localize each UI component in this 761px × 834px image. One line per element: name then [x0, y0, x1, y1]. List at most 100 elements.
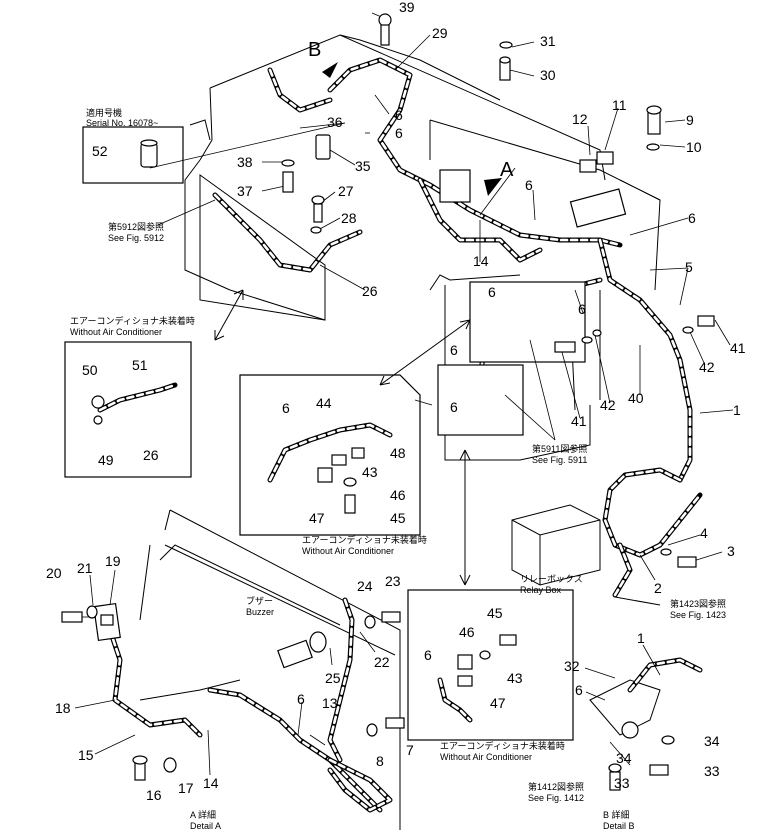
no-ac-label-1-en: Without Air Conditioner — [70, 327, 162, 337]
detail-a-jp: A 詳細 — [190, 809, 216, 820]
callout-25: 25 — [325, 670, 341, 686]
callout-50: 50 — [82, 362, 98, 378]
callout-42: 42 — [699, 359, 715, 375]
callout-27: 27 — [338, 183, 354, 199]
callout-14: 14 — [203, 775, 219, 791]
callout-46: 46 — [459, 624, 475, 640]
callout-38: 38 — [237, 154, 253, 170]
lower-harness — [107, 597, 393, 813]
callout-40: 40 — [628, 390, 644, 406]
part-52 — [140, 139, 158, 168]
callout-26: 26 — [362, 283, 378, 299]
inset-no-ac-3 — [407, 589, 574, 741]
relay-box-en: Relay Box — [520, 585, 562, 595]
callout-51: 51 — [132, 357, 148, 373]
callout-46: 46 — [390, 487, 406, 503]
callout-36: 36 — [327, 114, 343, 130]
callout-2: 2 — [654, 580, 662, 596]
callout-45: 45 — [487, 605, 503, 621]
callout-22: 22 — [374, 654, 390, 670]
callout-37: 37 — [237, 183, 253, 199]
no-ac-label-1-jp: エアーコンディショナ未装着時 — [70, 315, 195, 326]
callout-4: 4 — [700, 525, 708, 541]
callout-29: 29 — [432, 25, 448, 41]
callout-47: 47 — [490, 695, 506, 711]
callout-28: 28 — [341, 210, 357, 226]
callout-13: 13 — [322, 695, 338, 711]
callout-6: 6 — [297, 691, 305, 707]
callout-14: 14 — [473, 253, 489, 269]
buzzer-jp: ブザー — [246, 595, 273, 606]
callout-34: 34 — [704, 733, 720, 749]
callout-24: 24 — [357, 578, 373, 594]
callout-30: 30 — [540, 67, 556, 83]
callout-numbers: 1 1 2 3 4 5 6 6 6 6 6 6 6 6 6 6 6 6 6 7 … — [46, 0, 746, 803]
callout-11: 11 — [612, 97, 627, 113]
lower-outline — [139, 509, 401, 830]
hardware-icons — [61, 13, 715, 791]
no-ac-label-2-jp: エアーコンディショナ未装着時 — [302, 534, 427, 545]
callout-17: 17 — [178, 780, 194, 796]
no-ac-label-3-jp: エアーコンディショナ未装着時 — [440, 740, 565, 751]
no-ac-label-2-en: Without Air Conditioner — [302, 546, 394, 556]
no-ac-label-3-en: Without Air Conditioner — [440, 752, 532, 762]
callout-49: 49 — [98, 452, 114, 468]
detail-b-part — [589, 657, 703, 739]
detail-letter-a: A — [500, 159, 514, 181]
callout-34: 34 — [616, 750, 632, 766]
callout-6: 6 — [688, 210, 696, 226]
callout-19: 19 — [105, 553, 121, 569]
fig5911-jp: 第5911図参照 — [532, 443, 587, 454]
serial-label-jp: 適用号機 — [86, 107, 122, 118]
callout-16: 16 — [146, 787, 162, 803]
controller-19 — [93, 602, 121, 642]
buzzer — [277, 631, 327, 669]
arrow-b-icon — [322, 62, 338, 78]
relay-box-jp: リレーボックス — [520, 574, 583, 584]
callout-33: 33 — [614, 775, 630, 791]
inset-no-ac-2 — [239, 374, 421, 536]
callout-26: 26 — [143, 447, 159, 463]
reference-arrows — [214, 289, 661, 606]
fig5912-en: See Fig. 5912 — [108, 233, 164, 243]
callout-33: 33 — [704, 763, 720, 779]
buzzer-en: Buzzer — [246, 607, 274, 617]
fig1423-jp: 第1423図参照 — [670, 598, 726, 609]
callout-43: 43 — [507, 670, 523, 686]
callout-23: 23 — [385, 573, 401, 589]
callout-8: 8 — [376, 753, 384, 769]
text-labels: 適用号機 Serial No. 16078~ 第5912図参照 See Fig.… — [70, 107, 726, 831]
fig5911-en: See Fig. 5911 — [532, 455, 587, 465]
callout-10: 10 — [686, 139, 702, 155]
callout-45: 45 — [390, 510, 406, 526]
callout-48: 48 — [390, 445, 406, 461]
callout-9: 9 — [686, 112, 694, 128]
inset-no-ac-1 — [64, 341, 192, 478]
callout-6: 6 — [282, 400, 290, 416]
callout-6: 6 — [424, 647, 432, 663]
callout-12: 12 — [572, 111, 588, 127]
callout-52: 52 — [92, 143, 108, 159]
callout-7: 7 — [406, 742, 414, 758]
fig5912-jp: 第5912図参照 — [108, 221, 164, 232]
fig1412-en: See Fig. 1412 — [528, 793, 584, 803]
callout-1: 1 — [637, 630, 645, 646]
inset-serial-box — [82, 126, 184, 184]
callout-44: 44 — [316, 395, 332, 411]
callout-6: 6 — [525, 177, 533, 193]
callout-6: 6 — [450, 399, 458, 415]
detail-b-en: Detail B — [603, 821, 635, 831]
callout-6: 6 — [578, 301, 586, 317]
callout-6: 6 — [395, 107, 403, 123]
detail-a-en: Detail A — [190, 821, 221, 831]
callout-6: 6 — [575, 682, 583, 698]
callout-5: 5 — [685, 259, 693, 275]
fig1412-jp: 第1412図参照 — [528, 781, 584, 792]
callout-15: 15 — [78, 747, 94, 763]
callout-1: 1 — [733, 402, 741, 418]
relay-box — [511, 504, 601, 586]
arrow-a-icon — [484, 178, 502, 196]
callout-43: 43 — [362, 464, 378, 480]
callout-41: 41 — [730, 340, 746, 356]
